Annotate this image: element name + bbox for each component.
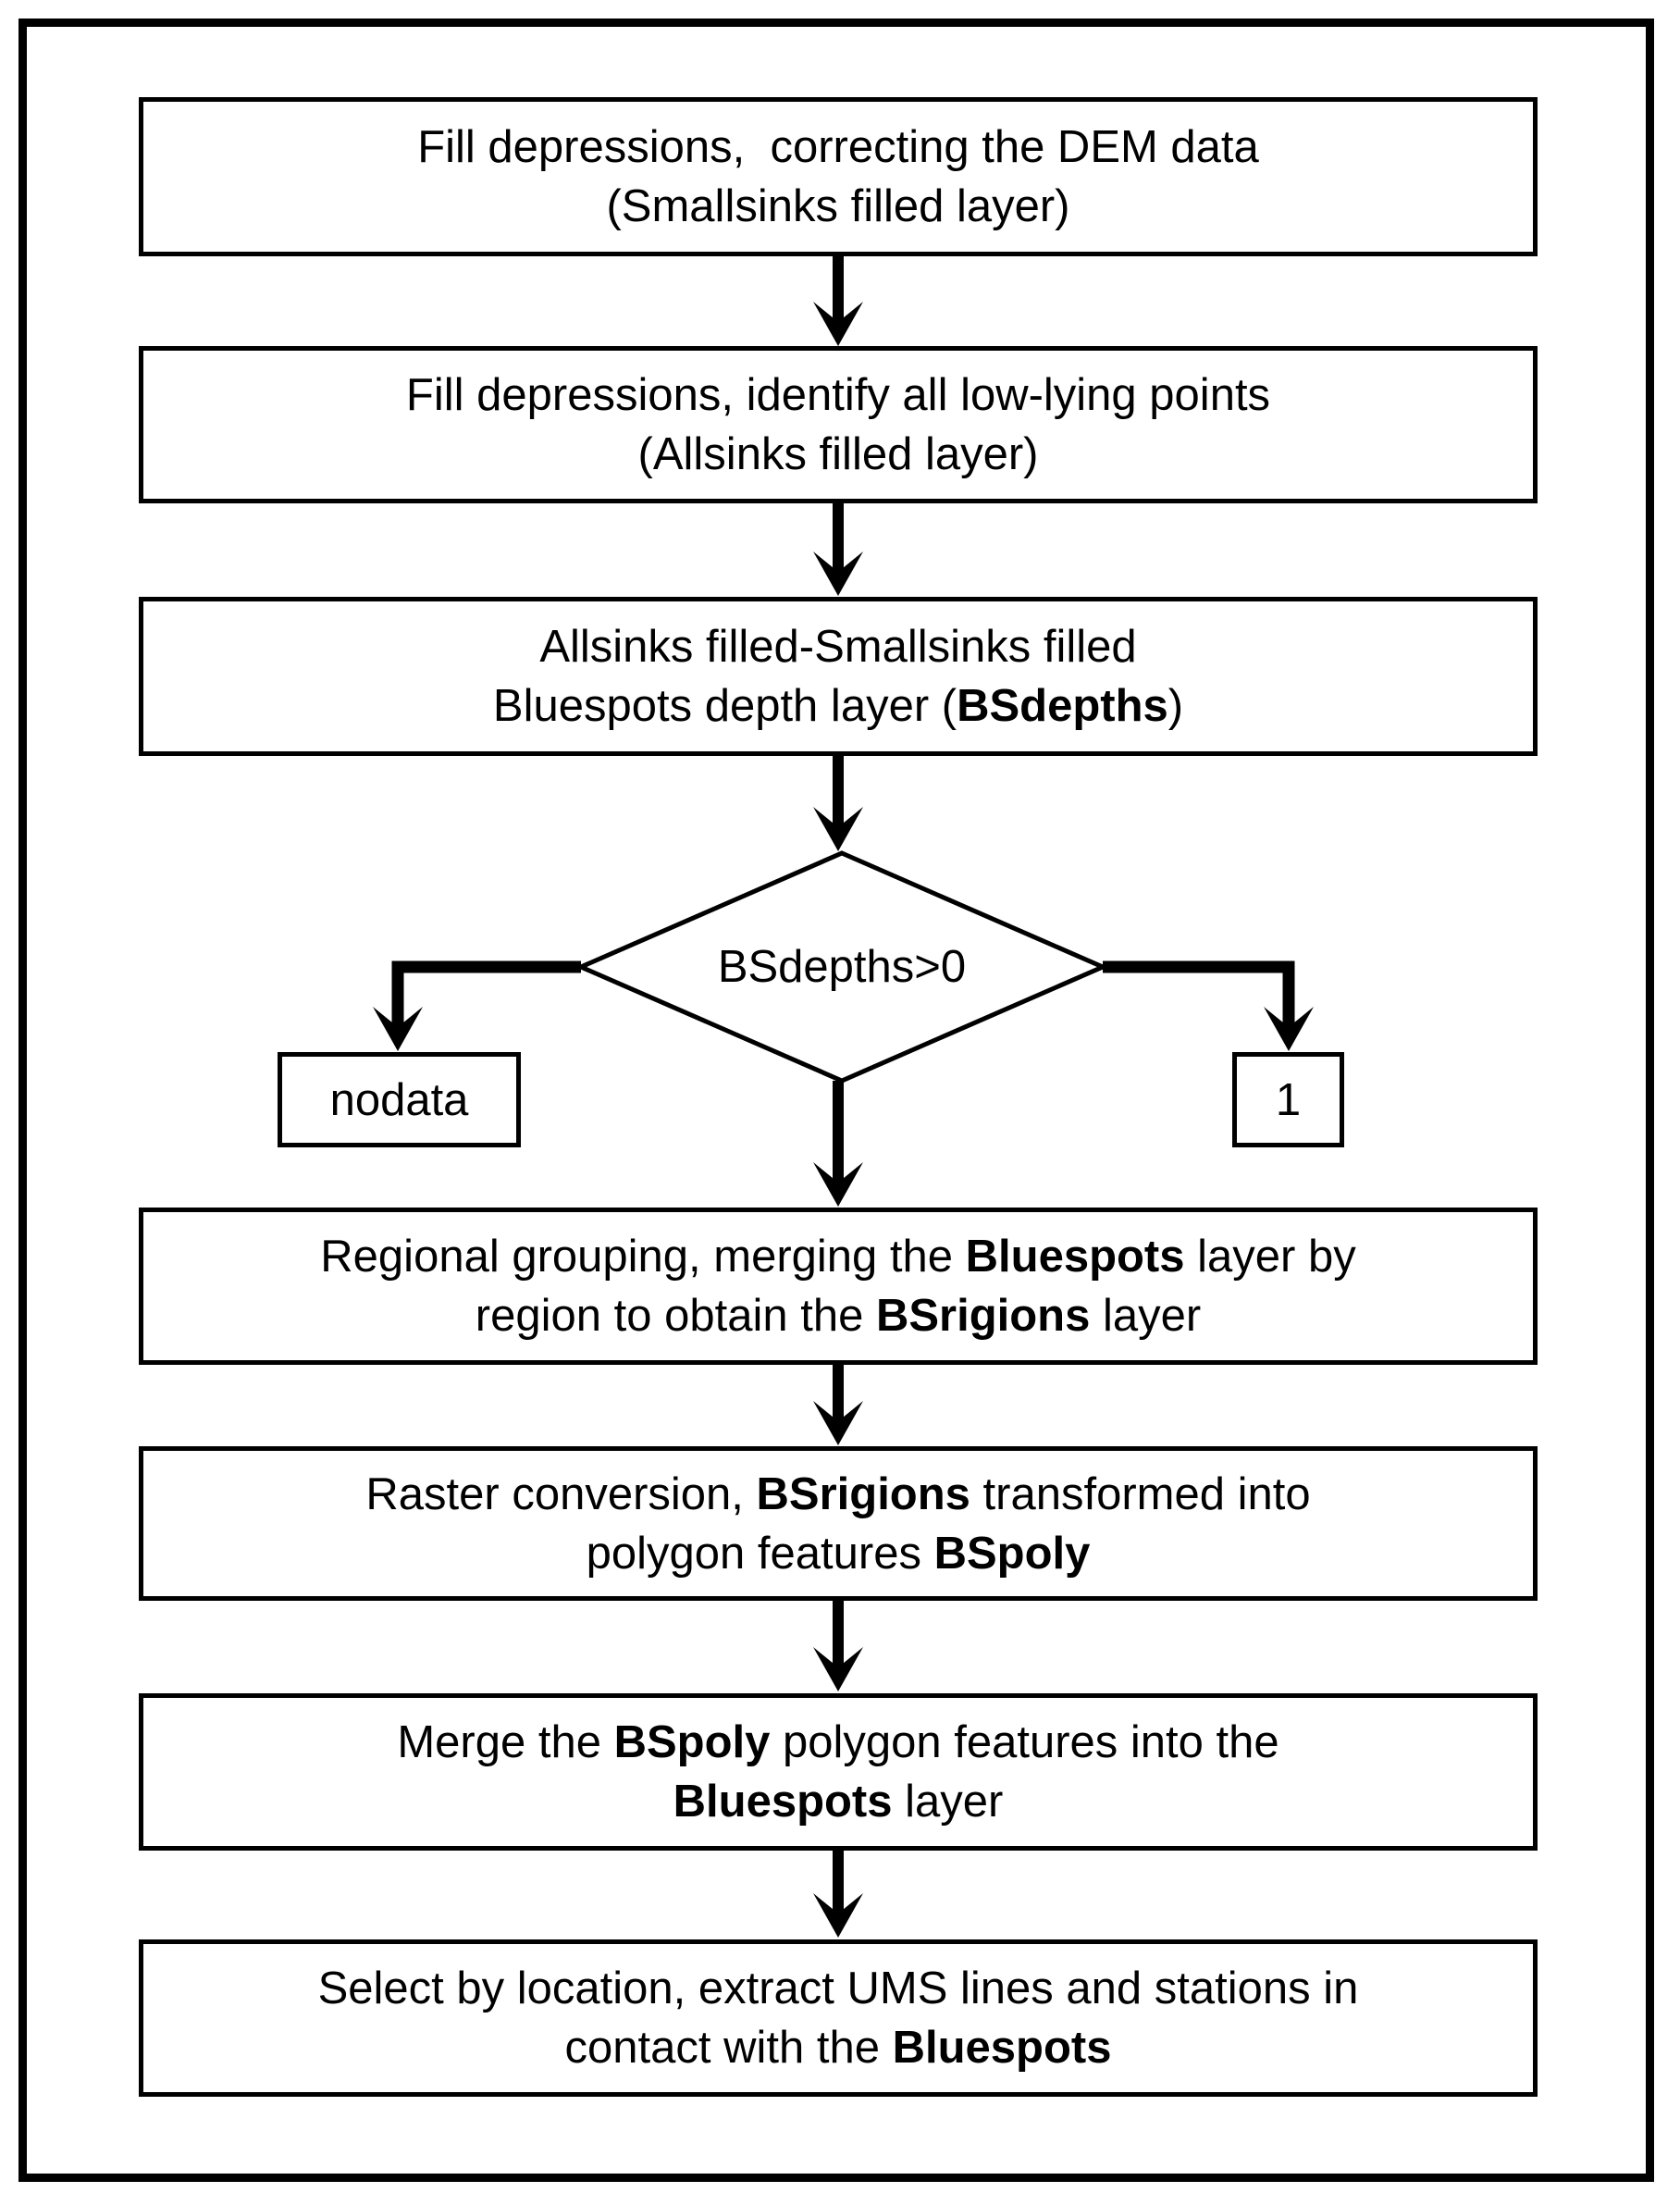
step-fill-smallsinks: Fill depressions, correcting the DEM dat…	[139, 97, 1538, 256]
arrow-step4-step5	[813, 1365, 863, 1445]
step-raster-conversion: Raster conversion, BSrigions transformed…	[139, 1446, 1538, 1601]
arrow-step6-step7	[813, 1851, 863, 1938]
arrow-step3-decision	[813, 756, 863, 851]
arrow-step5-step6	[813, 1601, 863, 1691]
step-fill-allsinks: Fill depressions, identify all low-lying…	[139, 346, 1538, 503]
step-select-by-location: Select by location, extract UMS lines an…	[139, 1939, 1538, 2097]
step-merge-bspoly: Merge the BSpoly polygon features into t…	[139, 1693, 1538, 1851]
outcome-nodata-box: nodata	[278, 1052, 521, 1147]
arrow-decision-step4	[813, 1081, 863, 1207]
decision-label: BSdepths>0	[717, 942, 967, 992]
arrow-decision-one	[1103, 960, 1314, 1051]
arrow-step2-step3	[813, 503, 863, 596]
arrow-step1-step2	[813, 256, 863, 346]
outcome-one-box: 1	[1232, 1052, 1344, 1147]
outer-frame	[19, 19, 1654, 2182]
step-regional-grouping: Regional grouping, merging the Bluespots…	[139, 1208, 1538, 1365]
arrow-decision-nodata	[373, 960, 581, 1051]
